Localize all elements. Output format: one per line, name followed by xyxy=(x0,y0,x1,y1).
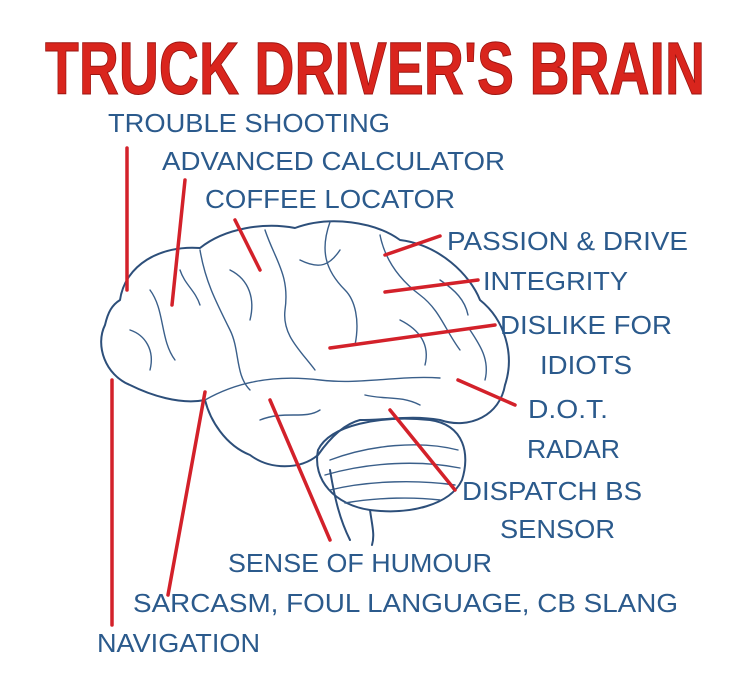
label-advanced-calculator: ADVANCED CALCULATOR xyxy=(162,146,505,176)
diagram-title: TRUCK DRIVER'S BRAIN xyxy=(45,27,705,110)
pointer-dot-radar xyxy=(456,378,517,407)
label-idiots: IDIOTS xyxy=(540,350,632,380)
label-coffee-locator: COFFEE LOCATOR xyxy=(205,184,455,214)
label-radar: RADAR xyxy=(527,434,620,464)
label-sarcasm: SARCASM, FOUL LANGUAGE, CB SLANG xyxy=(133,588,678,618)
pointer-coffee-locator xyxy=(233,218,262,272)
brain-illustration xyxy=(100,220,510,546)
label-sense-of-humour: SENSE OF HUMOUR xyxy=(228,548,492,578)
label-dispatch-bs: DISPATCH BS xyxy=(462,476,642,506)
label-trouble-shooting: TROUBLE SHOOTING xyxy=(108,108,390,138)
label-dot: D.O.T. xyxy=(528,394,608,424)
pointer-dislike-idiots xyxy=(328,323,497,350)
labels: TROUBLE SHOOTING ADVANCED CALCULATOR COF… xyxy=(97,108,688,658)
pointer-dispatch-sensor xyxy=(388,408,457,492)
pointer-sarcasm xyxy=(166,390,207,597)
label-sensor: SENSOR xyxy=(500,514,615,544)
label-passion-drive: PASSION & DRIVE xyxy=(447,226,688,256)
label-dislike-for: DISLIKE FOR xyxy=(500,310,672,340)
pointer-passion-drive xyxy=(383,234,442,257)
pointer-advanced-calculator xyxy=(170,178,187,307)
label-integrity: INTEGRITY xyxy=(483,266,628,296)
label-navigation: NAVIGATION xyxy=(97,628,260,658)
pointer-integrity xyxy=(383,278,480,294)
pointer-lines xyxy=(110,146,517,627)
pointer-sense-of-humour xyxy=(268,398,332,542)
